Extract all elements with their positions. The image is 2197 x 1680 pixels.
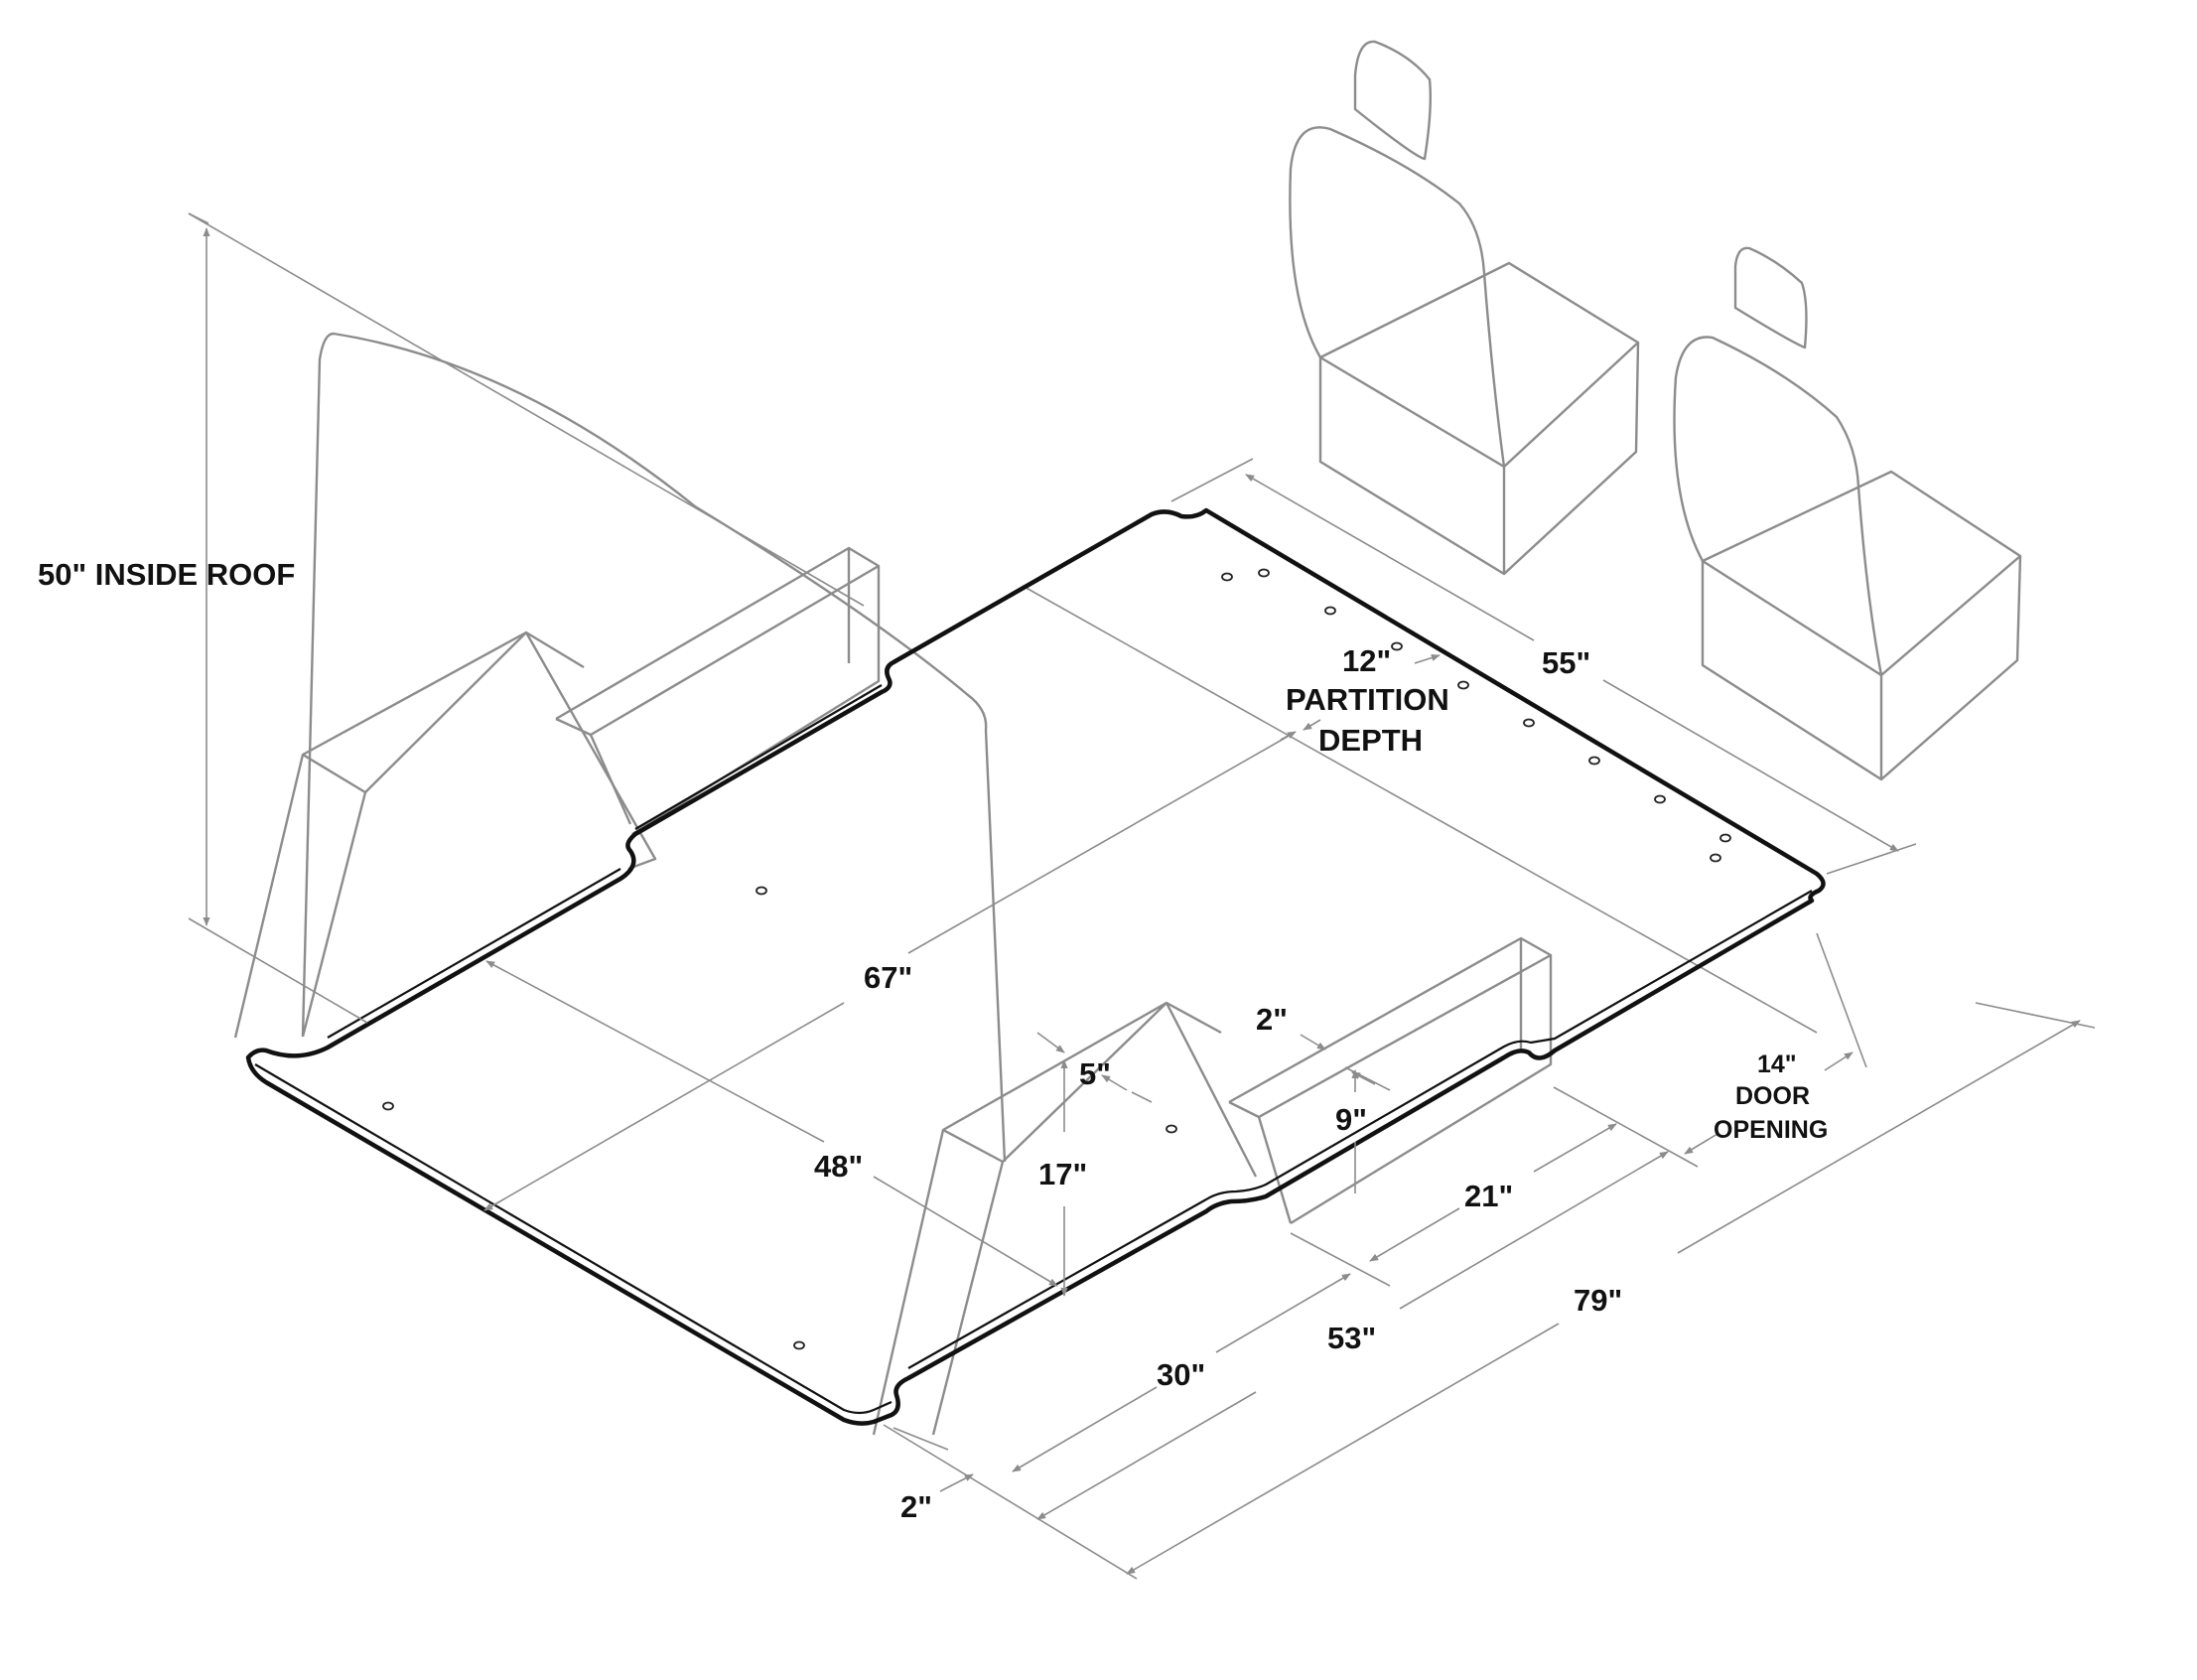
wheel-well-left — [233, 630, 657, 1039]
label-length-30: 30" — [1157, 1357, 1205, 1392]
label-wheelwell-5: 5" — [1079, 1056, 1111, 1091]
label-length-67: 67" — [864, 960, 912, 995]
label-length-21: 21" — [1464, 1179, 1513, 1213]
van-body-outline — [188, 212, 1818, 1163]
front-seat-left — [1289, 40, 1640, 576]
dimension-labels: 50" INSIDE ROOF 12" PARTITION DEPTH 55" … — [38, 557, 1828, 1524]
label-width-48: 48" — [814, 1149, 863, 1184]
right-storage-box — [1228, 936, 1553, 1225]
label-partition-line1: PARTITION — [1286, 682, 1449, 717]
label-partition-value: 12" — [1342, 643, 1391, 678]
label-length-79: 79" — [1574, 1283, 1622, 1318]
label-wheelwell-9: 9" — [1335, 1102, 1367, 1137]
label-wheelwell-2-top: 2" — [1256, 1002, 1288, 1037]
floor-panel — [245, 507, 1826, 1426]
dimension-lines — [188, 212, 2096, 1580]
wheel-well-right — [872, 1001, 1258, 1436]
label-door-value: 14" — [1757, 1050, 1797, 1078]
label-offset-2-bottom: 2" — [900, 1489, 932, 1524]
label-door-line2: OPENING — [1714, 1116, 1828, 1144]
mounting-holes — [382, 568, 1731, 1350]
label-door-line1: DOOR — [1735, 1082, 1810, 1110]
label-wheelwell-17: 17" — [1038, 1157, 1087, 1191]
label-partition-line2: DEPTH — [1318, 723, 1423, 758]
label-inside-roof: 50" INSIDE ROOF — [38, 557, 295, 592]
left-storage-box — [555, 546, 881, 836]
label-length-53: 53" — [1327, 1321, 1376, 1355]
front-seat-right — [1673, 246, 2022, 781]
label-width-55: 55" — [1542, 645, 1590, 680]
